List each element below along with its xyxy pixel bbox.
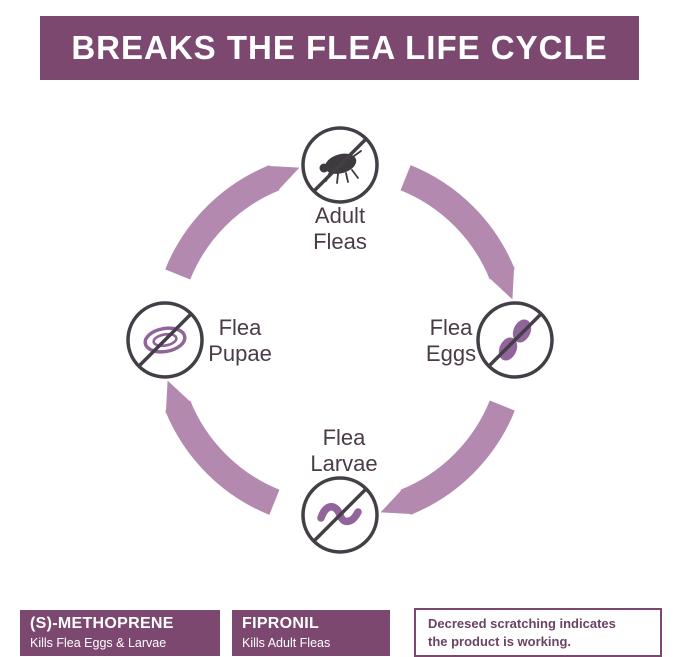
fipronil-legend-box: FIPRONIL Kills Adult Fleas [232, 610, 390, 656]
arc-eggs-to-larvae [380, 400, 515, 515]
prohibition-slash [138, 313, 192, 367]
stage-label-flea-larvae: Flea Larvae [310, 425, 378, 476]
banner-title: BREAKS THE FLEA LIFE CYCLE [71, 29, 608, 66]
flea-larvae-icon [301, 476, 379, 554]
stage-label-flea-eggs: Flea Eggs [425, 315, 477, 366]
arc-adult-to-eggs [400, 165, 515, 300]
methoprene-legend-box: (S)-METHOPRENE Kills Flea Eggs & Larvae [20, 610, 220, 656]
stage-label-adult-fleas: Adult Fleas [313, 203, 367, 254]
note-text: Decresed scratching indicates the produc… [428, 615, 616, 649]
note-box: Decresed scratching indicates the produc… [414, 608, 662, 657]
flea-pupae-icon [126, 301, 204, 379]
cycle-arcs [165, 165, 515, 515]
pupa-glyph [143, 326, 187, 354]
prohibition-slash [488, 313, 542, 367]
prohibition-slash [313, 488, 367, 542]
fipronil-title: FIPRONIL [242, 615, 320, 632]
adult-fleas-icon [301, 126, 379, 204]
stage-label-flea-pupae: Flea Pupae [208, 315, 272, 366]
fipronil-subtitle: Kills Adult Fleas [242, 636, 331, 650]
methoprene-subtitle: Kills Flea Eggs & Larvae [30, 636, 167, 650]
prohibition-slash [313, 138, 367, 192]
methoprene-title: (S)-METHOPRENE [30, 615, 174, 632]
arc-larvae-to-pupae [165, 380, 280, 515]
flea-eggs-icon [476, 301, 554, 379]
arc-pupae-to-adult [165, 165, 300, 280]
banner: BREAKS THE FLEA LIFE CYCLE [40, 16, 639, 80]
